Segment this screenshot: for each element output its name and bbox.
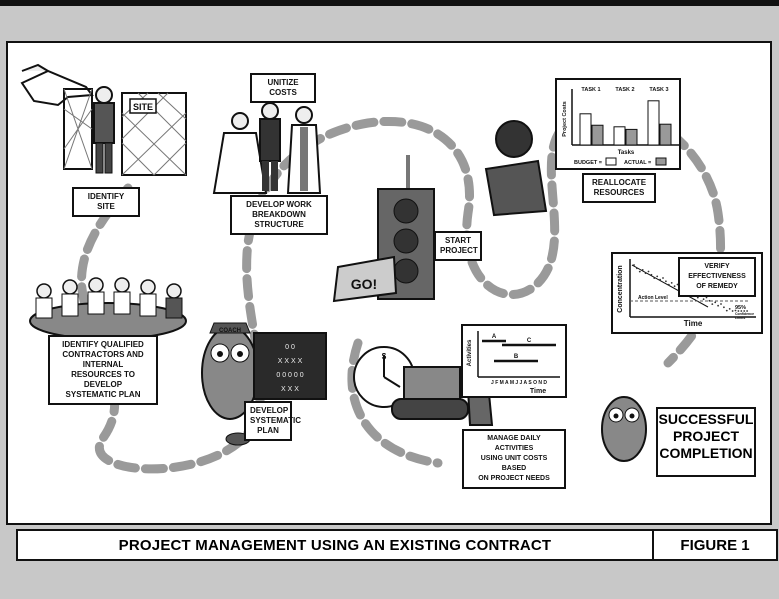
sample-point bbox=[734, 309, 737, 312]
sample-point bbox=[696, 296, 699, 299]
sample-point bbox=[653, 277, 656, 279]
go-sign-text: GO! bbox=[351, 276, 377, 292]
site-sign-text: SITE bbox=[133, 102, 153, 112]
owl-coach-figure: COACH bbox=[201, 322, 259, 446]
legend-actual: ACTUAL = bbox=[624, 160, 651, 166]
manage-daily-label: MANAGE DAILY ACTIVITIES USING UNIT COSTS… bbox=[462, 429, 566, 489]
sample-point bbox=[705, 296, 708, 299]
sample-point bbox=[702, 298, 705, 301]
legend-budget: BUDGET = bbox=[574, 160, 602, 166]
sample-point bbox=[659, 278, 661, 281]
unitize-costs-label: UNITIZE COSTS bbox=[250, 73, 316, 103]
task-label: TASK 1 bbox=[581, 87, 600, 93]
sample-point bbox=[633, 264, 635, 266]
pointing-hand-icon bbox=[20, 63, 94, 107]
sample-point bbox=[731, 310, 734, 312]
bar-xlabel: Tasks bbox=[618, 150, 635, 156]
task-label: TASK 3 bbox=[649, 87, 668, 93]
identify-contractors-label: IDENTIFY QUALIFIED CONTRACTORS AND INTER… bbox=[48, 335, 158, 405]
gantt-task-label: A bbox=[492, 334, 497, 340]
reallocate-resources-label: REALLOCATE RESOURCES bbox=[582, 173, 656, 203]
identify-site-label: IDENTIFY SITE bbox=[72, 187, 140, 217]
play-chalkboard: 0 0 X X X X 0 0 0 0 0 X X X bbox=[253, 332, 327, 400]
legend-budget-swatch bbox=[605, 157, 617, 166]
sample-point bbox=[656, 275, 659, 278]
conc-ylabel: Concentration bbox=[617, 265, 624, 312]
cost-bar-chart: TASK 1 TASK 2 TASK 3 Tasks Project CostsBUDG… bbox=[555, 78, 681, 170]
gantt-xlabel: Time bbox=[530, 388, 546, 395]
sample-point bbox=[647, 270, 650, 273]
sample-point bbox=[723, 306, 725, 309]
figure-caption-title: PROJECT MANAGEMENT USING AN EXISTING CON… bbox=[16, 529, 654, 561]
sample-point bbox=[665, 280, 667, 283]
budget-bar bbox=[579, 113, 592, 146]
svg-text:0 0 0 0 0: 0 0 0 0 0 bbox=[276, 372, 303, 379]
sample-point bbox=[711, 303, 714, 305]
actual-bar bbox=[625, 128, 638, 146]
bulldozer-figure bbox=[391, 366, 494, 426]
sample-point bbox=[673, 285, 676, 288]
develop-wbs-label: DEVELOP WORK BREAKDOWN STRUCTURE bbox=[230, 195, 328, 235]
actual-bar bbox=[591, 124, 604, 146]
gantt-chart: A C B J F M A M J J A S O N D Time Activities bbox=[461, 324, 567, 398]
develop-plan-label: DEVELOP SYSTEMATIC PLAN bbox=[244, 401, 301, 441]
conc-xlabel: Time bbox=[684, 319, 703, 328]
sample-point bbox=[717, 304, 719, 307]
legend-actual-swatch bbox=[655, 157, 667, 166]
task-label: TASK 2 bbox=[615, 87, 634, 93]
sample-point bbox=[728, 308, 731, 310]
man-at-site-figure bbox=[93, 86, 115, 174]
gantt-task-label: B bbox=[514, 354, 519, 360]
actual-bar bbox=[659, 123, 672, 146]
clock-dollar-text: $ bbox=[382, 352, 387, 361]
sample-point bbox=[662, 277, 664, 279]
chain-link-fence: SITE bbox=[63, 88, 187, 176]
sample-point bbox=[743, 310, 746, 312]
trend-line bbox=[631, 264, 709, 308]
start-project-label: START PROJECT bbox=[434, 231, 482, 261]
sample-point bbox=[720, 303, 722, 305]
coach-cap-text: COACH bbox=[219, 328, 241, 334]
action-level-label: Action Level bbox=[638, 295, 668, 301]
svg-text:X X X: X X X bbox=[281, 386, 299, 393]
dashed-path-lower bbox=[347, 338, 443, 468]
gantt-ylabel: Activities bbox=[467, 339, 473, 366]
sample-point bbox=[746, 310, 748, 312]
svg-text:0 0: 0 0 bbox=[285, 344, 295, 351]
ci-value: 95% bbox=[735, 305, 746, 311]
team-meeting-figure bbox=[29, 277, 187, 340]
sample-point bbox=[737, 310, 740, 312]
sample-point bbox=[670, 282, 673, 284]
wedding-group-figure bbox=[212, 102, 322, 194]
figure-number: FIGURE 1 bbox=[654, 529, 778, 561]
sample-point bbox=[725, 309, 728, 312]
sample-point bbox=[641, 269, 644, 271]
sample-point bbox=[714, 301, 717, 304]
sample-point bbox=[638, 270, 641, 273]
bar-ylabel: Project Costs bbox=[562, 101, 568, 136]
successful-completion-sign: SUCCESSFUL PROJECT COMPLETION bbox=[656, 407, 756, 477]
gantt-months: J F M A M J J A S O N D bbox=[491, 380, 547, 386]
top-border bbox=[0, 0, 779, 6]
sample-point bbox=[644, 272, 647, 275]
sample-point bbox=[650, 273, 653, 276]
verify-effectiveness-label: VERIFY EFFECTIVENESS OF REMEDY bbox=[678, 257, 756, 297]
traffic-light-figure: GO! bbox=[332, 155, 435, 303]
thinking-man-figure bbox=[484, 120, 548, 217]
budget-bar bbox=[647, 100, 660, 146]
svg-text:X X X X: X X X X bbox=[278, 358, 303, 365]
sample-point bbox=[667, 283, 670, 286]
sample-point bbox=[708, 299, 711, 302]
figure-frame: SITE GO! bbox=[6, 41, 778, 561]
sample-point bbox=[636, 267, 638, 270]
owl-success-figure bbox=[601, 396, 647, 462]
sample-point bbox=[676, 283, 679, 286]
gantt-task-label: C bbox=[527, 338, 532, 344]
budget-bar bbox=[613, 126, 626, 146]
sample-point bbox=[740, 310, 743, 312]
